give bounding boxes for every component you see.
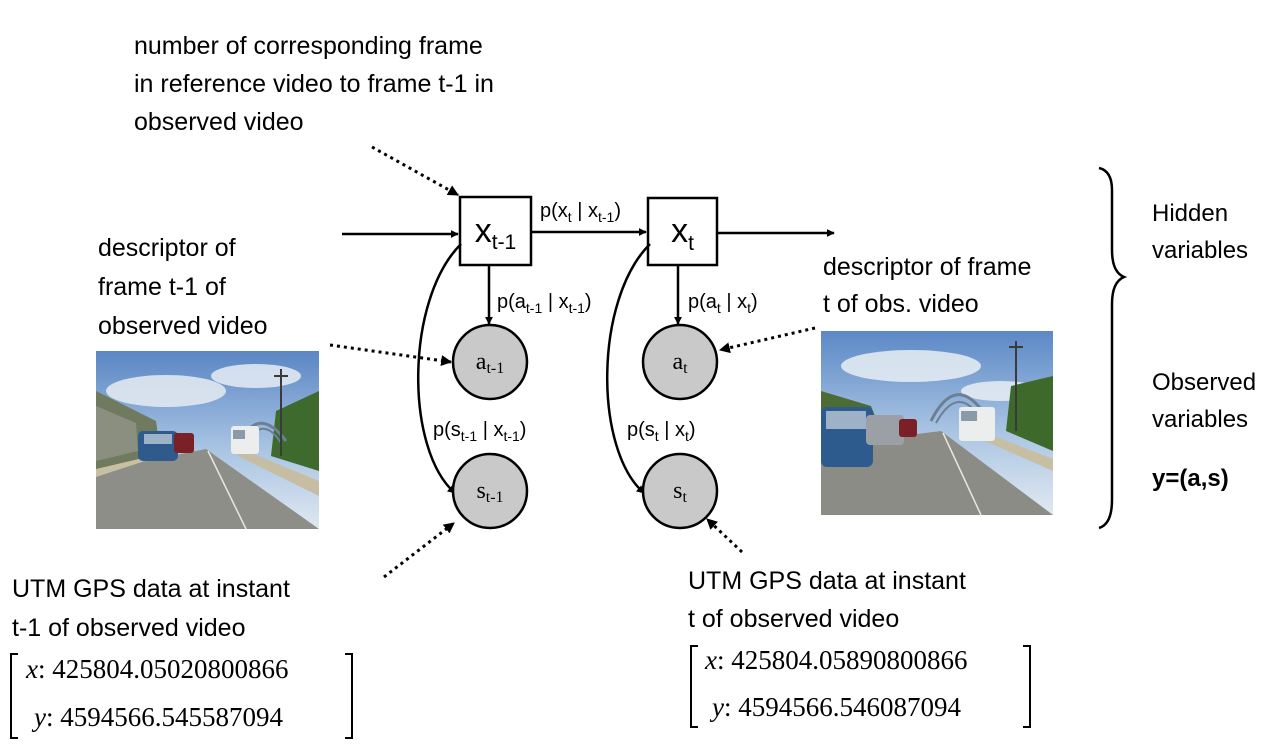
gps-prev-bracket-right xyxy=(345,653,353,739)
gps-prev-line-1: UTM GPS data at instant xyxy=(12,575,290,603)
gps-prev-x-value: x: 425804.05020800866 xyxy=(26,654,289,684)
top-note-line-3: observed video xyxy=(134,108,304,136)
top-note-line-2: in reference video to frame t-1 in xyxy=(134,70,494,98)
node-a-curr xyxy=(641,323,719,401)
node-a-prev xyxy=(451,323,529,401)
right-descriptor-line-1: descriptor of frame xyxy=(823,253,1032,281)
gps-prev-line-2: t-1 of observed video xyxy=(12,614,246,642)
left-descriptor-line-1: descriptor of xyxy=(98,234,236,262)
variables-brace xyxy=(1098,166,1128,530)
gps-curr-bracket-right xyxy=(1023,645,1031,728)
hidden-label-line-1: Hidden xyxy=(1152,200,1229,227)
pointer-gps-curr xyxy=(705,517,744,554)
node-s-prev xyxy=(451,452,529,530)
state-box-curr xyxy=(646,196,719,267)
gps-prev-y-value: y: 4594566.545587094 xyxy=(34,702,283,732)
edge-label-transition: p(xt | xt-1) xyxy=(540,200,622,225)
observed-label-line-1: Observed xyxy=(1152,369,1257,396)
pointer-top-note xyxy=(371,145,459,197)
gps-curr-bracket-left xyxy=(690,645,698,728)
edge-label-emit-a-curr: p(at | xt) xyxy=(688,291,758,316)
edge-label-emit-s-prev: p(st-1 | xt-1) xyxy=(433,419,527,444)
pointer-gps-prev xyxy=(383,521,455,579)
gps-curr-y-value: y: 4594566.546087094 xyxy=(712,692,961,722)
gps-curr-line-2: t of observed video xyxy=(688,605,900,633)
observed-label-line-2: variables xyxy=(1152,406,1249,433)
frame-t-minus-1-photo xyxy=(96,351,319,529)
gps-curr-line-1: UTM GPS data at instant xyxy=(688,567,966,595)
node-s-curr xyxy=(641,452,719,530)
frame-t-photo xyxy=(821,331,1053,515)
observation-definition: y=(a,s) xyxy=(1152,465,1229,492)
state-box-prev xyxy=(458,195,533,267)
gps-curr-x-value: x: 425804.05890800866 xyxy=(705,645,968,675)
edge-label-emit-a-prev: p(at-1 | xt-1) xyxy=(497,291,592,316)
left-descriptor-line-3: observed video xyxy=(98,312,268,340)
right-descriptor-line-2: t of obs. video xyxy=(823,290,979,318)
left-descriptor-line-2: frame t-1 of xyxy=(98,273,226,301)
hidden-label-line-2: variables xyxy=(1152,237,1249,264)
top-note-line-1: number of corresponding frame xyxy=(134,32,483,60)
edge-label-emit-s-curr: p(st | xt) xyxy=(627,419,696,444)
emit-s-prev-arrow xyxy=(417,243,462,494)
emit-s-curr-arrow xyxy=(606,243,651,494)
gps-prev-bracket-left xyxy=(10,653,18,739)
pointer-right-descriptor xyxy=(718,326,816,354)
pointer-left-descriptor xyxy=(329,343,453,367)
